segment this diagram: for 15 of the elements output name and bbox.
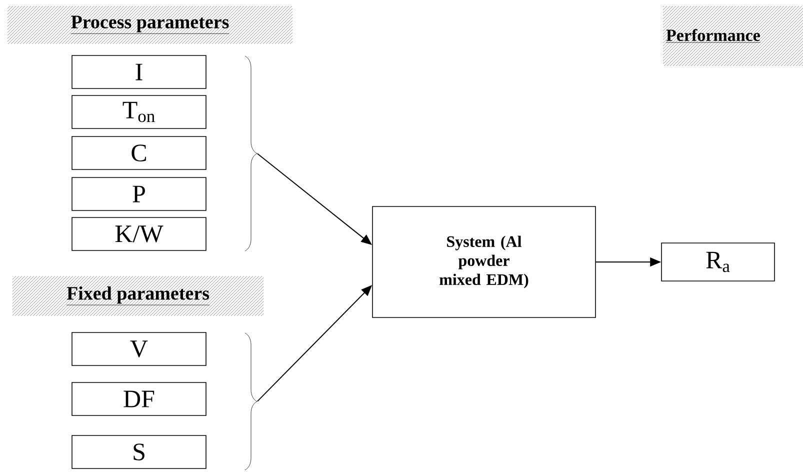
curly-brace <box>244 56 258 252</box>
parameter-box: DF <box>72 382 206 416</box>
parameter-box: I <box>72 55 206 89</box>
parameter-box: S <box>72 435 206 469</box>
heading-band: Fixed parameters <box>66 286 210 306</box>
heading-band: Performance <box>666 28 761 43</box>
heading-band: Process parameters <box>70 16 230 34</box>
parameter-box: C <box>72 136 206 170</box>
parameter-box: P <box>72 177 206 211</box>
parameter-box: K/W <box>72 217 206 251</box>
system-box: System (Al powder mixed EDM) <box>372 206 596 318</box>
parameter-box: V <box>72 332 206 366</box>
parameter-box: R$_{a}$ <box>661 242 775 282</box>
curly-brace <box>244 332 258 470</box>
parameter-box: T$_{on}$ <box>72 95 206 129</box>
